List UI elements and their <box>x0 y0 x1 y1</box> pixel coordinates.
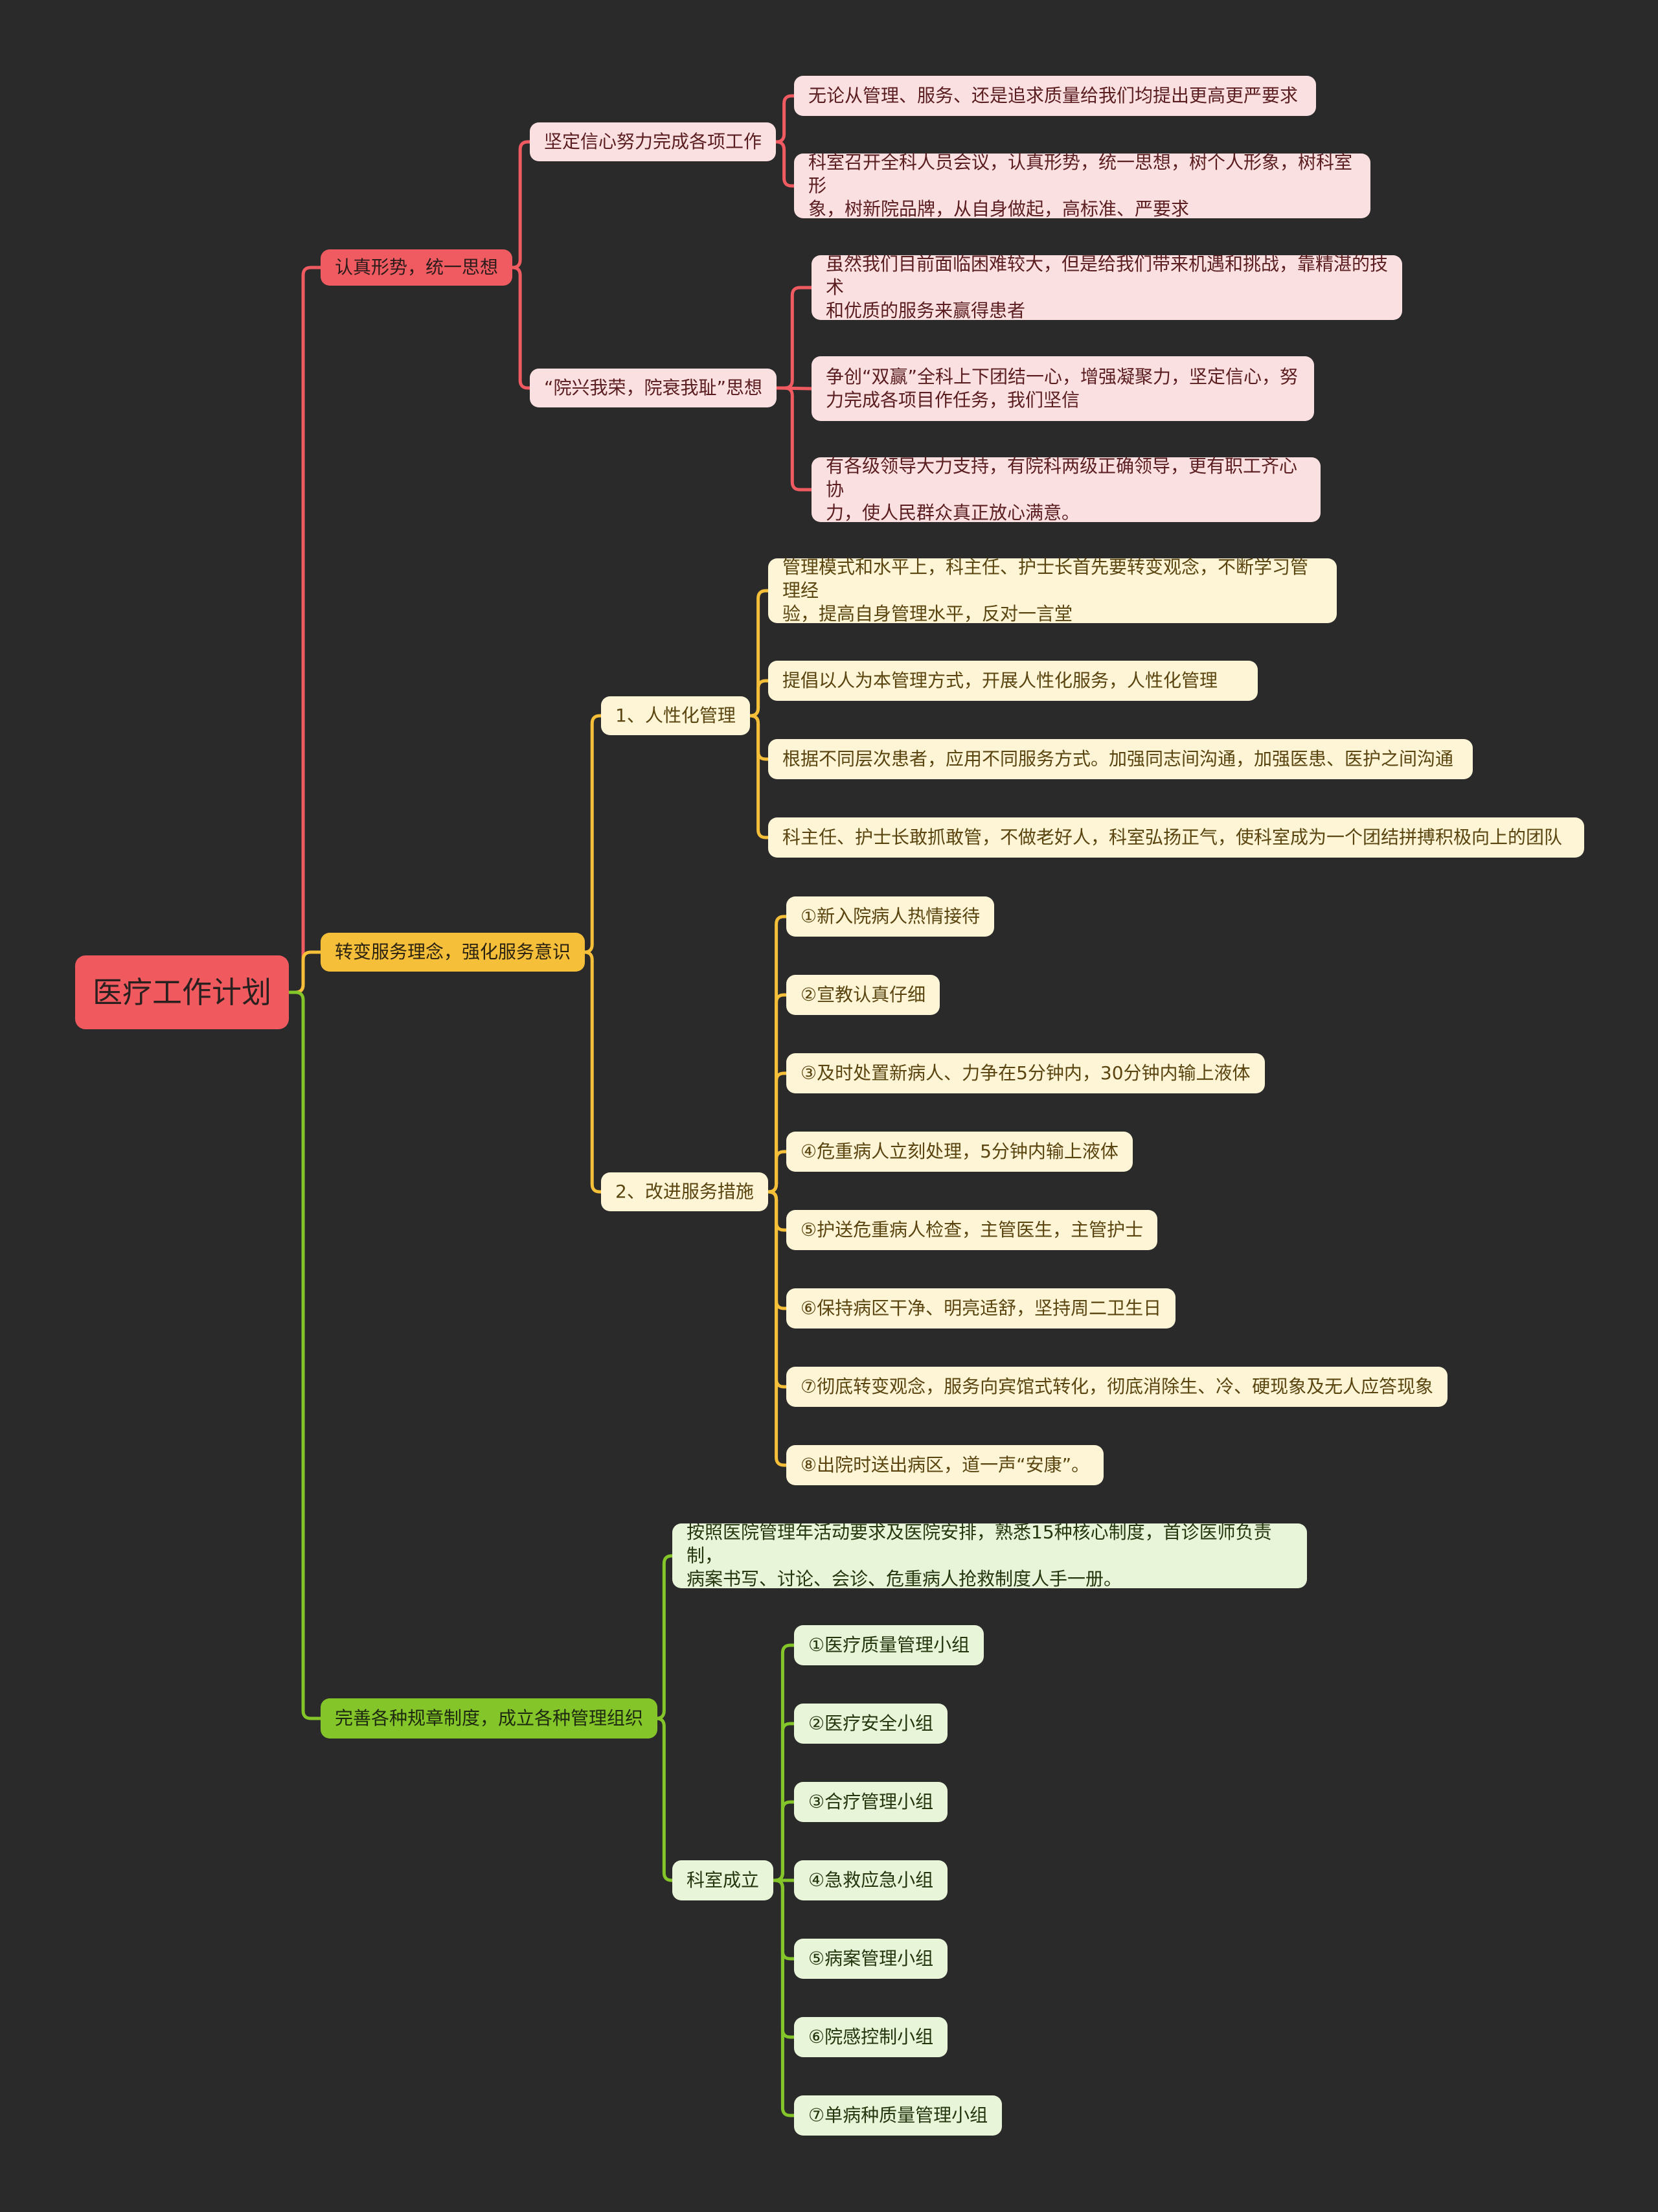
branch-2-2-4-node[interactable]: ④危重病人立刻处理，5分钟内输上液体 <box>786 1132 1133 1172</box>
branch-1-2-node[interactable]: “院兴我荣，院衰我耻”思想 <box>530 369 777 407</box>
branch-1-2-1-node[interactable]: 虽然我们目前面临困难较大，但是给我们带来机遇和挑战，靠精湛的技术 和优质的服务来… <box>812 253 1402 321</box>
connector-branch-3-1-node <box>655 1554 674 1720</box>
branch-2-1-3-node[interactable]: 根据不同层次患者，应用不同服务方式。加强同志间沟通，加强医患、医护之间沟通 <box>768 739 1473 779</box>
connector-branch-2-1-2-node <box>748 679 770 718</box>
branch-1-1-2-node[interactable]: 科室召开全科人员会议，认真形势，统一思想，树个人形象，树科室形 象，树新院品牌，… <box>794 152 1370 220</box>
branch-2-1-node[interactable]: 1、人性化管理 <box>601 696 750 735</box>
text-line: 科室召开全科人员会议，认真形势，统一思想，树个人形象，树科室形 <box>808 152 1353 196</box>
connector-branch-3-node <box>287 990 323 1720</box>
branch-2-1-1-node[interactable]: 管理模式和水平上，科主任、护士长首先要转变观念，不断学习管理经 验，提高自身管理… <box>768 556 1337 624</box>
branch-1-1-node[interactable]: 坚定信心努力完成各项工作 <box>530 122 777 161</box>
branch-2-node[interactable]: 转变服务理念，强化服务意识 <box>321 933 585 972</box>
text-line: 力，使人民群众真正放心满意。 <box>826 502 1080 523</box>
branch-2-2-2-node[interactable]: ②宣教认真仔细 <box>786 975 940 1015</box>
branch-2-2-5-node[interactable]: ⑤护送危重病人检查，主管医生，主管护士 <box>786 1210 1158 1250</box>
branch-3-2-7-node[interactable]: ⑦单病种质量管理小组 <box>794 2095 1003 2136</box>
branch-3-2-4-node[interactable]: ④急救应急小组 <box>794 1860 948 1900</box>
connector-branch-2-2-node <box>583 950 603 1194</box>
branch-2-2-7-node[interactable]: ⑦彻底转变观念，服务向宾馆式转化，彻底消除生、冷、硬现象及无人应答现象 <box>786 1367 1448 1407</box>
text-line: 有各级领导大力支持，有院科两级正确领导，更有职工齐心协 <box>826 455 1298 500</box>
connector-branch-3-2-node <box>655 1716 674 1882</box>
branch-3-2-2-node[interactable]: ②医疗安全小组 <box>794 1704 948 1744</box>
text-line: 和优质的服务来赢得患者 <box>826 300 1026 321</box>
connector-branch-1-2-3-node <box>775 386 813 492</box>
root-node[interactable]: 医疗工作计划 <box>75 955 289 1029</box>
connector-branch-2-node <box>287 950 323 994</box>
text-line: 验，提高自身管理水平，反对一言堂 <box>782 603 1073 624</box>
branch-1-2-3-node[interactable]: 有各级领导大力支持，有院科两级正确领导，更有职工齐心协 力，使人民群众真正放心满… <box>812 455 1321 523</box>
text-line: 象，树新院品牌，从自身做起，高标准、严要求 <box>808 198 1190 220</box>
connector-branch-2-1-node <box>583 714 603 954</box>
connector-branch-1-node <box>287 266 323 994</box>
branch-3-2-node[interactable]: 科室成立 <box>672 1860 774 1900</box>
text-line: 按照医院管理年活动要求及医院安排，熟悉15种核心制度，首诊医师负责制， <box>687 1522 1272 1566</box>
branch-2-2-6-node[interactable]: ⑥保持病区干净、明亮适舒，坚持周二卫生日 <box>786 1288 1176 1328</box>
text-line: 管理模式和水平上，科主任、护士长首先要转变观念，不断学习管理经 <box>782 556 1309 601</box>
connector-branch-1-1-2-node <box>774 140 796 188</box>
branch-2-2-1-node[interactable]: ①新入院病人热情接待 <box>786 896 995 937</box>
branch-3-2-5-node[interactable]: ⑤病案管理小组 <box>794 1939 948 1979</box>
connector-branch-3-2-3-node <box>771 1800 796 1882</box>
branch-2-2-3-node[interactable]: ③及时处置新病人、力争在5分钟内，30分钟内输上液体 <box>786 1053 1265 1093</box>
text-line: 力完成各项目作任务，我们坚信 <box>826 389 1080 411</box>
branch-2-2-8-node[interactable]: ⑧出院时送出病区，道一声“安康”。 <box>786 1445 1104 1485</box>
connector-branch-1-2-node <box>510 266 532 390</box>
branch-1-1-1-node[interactable]: 无论从管理、服务、还是追求质量给我们均提出更高更严要求 <box>794 76 1316 116</box>
branch-1-node[interactable]: 认真形势，统一思想 <box>321 249 513 286</box>
branch-2-1-4-node[interactable]: 科主任、护士长敢抓敢管，不做老好人，科室弘扬正气，使科室成为一个团结拼搏积极向上… <box>768 817 1584 858</box>
branch-2-2-node[interactable]: 2、改进服务措施 <box>601 1172 768 1211</box>
branch-3-2-6-node[interactable]: ⑥院感控制小组 <box>794 2017 948 2057</box>
connector-branch-3-2-7-node <box>771 1878 796 2117</box>
branch-3-2-3-node[interactable]: ③合疗管理小组 <box>794 1782 948 1822</box>
branch-2-1-2-node[interactable]: 提倡以人为本管理方式，开展人性化服务，人性化管理 <box>768 661 1258 701</box>
branch-3-node[interactable]: 完善各种规章制度，成立各种管理组织 <box>321 1698 658 1739</box>
connector-branch-1-1-node <box>510 140 532 269</box>
connector-branch-1-2-1-node <box>775 286 813 390</box>
text-line: 病案书写、讨论、会诊、危重病人抢救制度人手一册。 <box>687 1568 1122 1590</box>
connector-branch-2-2-8-node <box>766 1190 788 1467</box>
branch-1-2-2-node[interactable]: 争创“双赢”全科上下团结一心，增强凝聚力，坚定信心，努 力完成各项目作任务，我们… <box>812 356 1314 421</box>
connector-branch-1-1-1-node <box>774 94 796 144</box>
connector-branch-2-1-4-node <box>748 714 770 839</box>
branch-3-1-node[interactable]: 按照医院管理年活动要求及医院安排，熟悉15种核心制度，首诊医师负责制， 病案书写… <box>672 1522 1307 1590</box>
connector-branch-2-2-4-node <box>766 1150 788 1194</box>
text-line: 虽然我们目前面临困难较大，但是给我们带来机遇和挑战，靠精湛的技术 <box>826 253 1389 298</box>
branch-3-2-1-node[interactable]: ①医疗质量管理小组 <box>794 1625 984 1665</box>
text-line: 争创“双赢”全科上下团结一心，增强凝聚力，坚定信心，努 <box>826 366 1299 387</box>
